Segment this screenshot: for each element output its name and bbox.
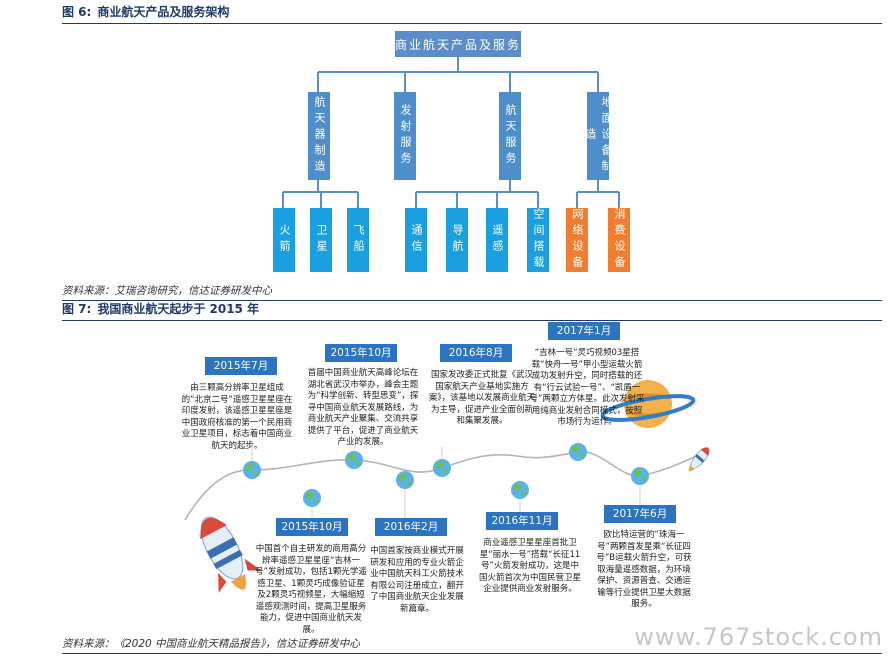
leaf-label: 遥感 bbox=[491, 224, 504, 256]
globe-icon bbox=[243, 461, 261, 479]
event-description: 首届中国商业航天高峰论坛在湖北省武汉市举办，峰会主题为“科学创新、转型思变”，探… bbox=[307, 368, 419, 447]
event-date-badge: 2016年2月 bbox=[375, 518, 447, 536]
figure6-title-text: 商业航天产品及服务架构 bbox=[97, 5, 230, 19]
event-date-badge: 2015年10月 bbox=[276, 518, 348, 536]
event-description: 中国首个自主研发的商用高分辨率遥感卫星星座“吉林一号”发射成功，包括1颗光学遥感… bbox=[255, 544, 367, 635]
figure7-title: 图 7: 我国商业航天起步于 2015 年 bbox=[62, 299, 882, 321]
globe-icon bbox=[511, 481, 529, 499]
tree-connectors bbox=[282, 57, 620, 208]
root-node: 商业航天产品及服务 bbox=[395, 31, 521, 57]
event-description: 由三颗高分辨率卫星组成的“北京二号”遥感卫星星座在印度发射，该遥感卫星星座是中国… bbox=[181, 383, 293, 451]
figure6-number: 图 6: bbox=[62, 5, 92, 19]
globe-icon bbox=[631, 467, 649, 485]
event-date-badge: 2015年10月 bbox=[325, 344, 397, 362]
leaf-rocket: 火箭 bbox=[273, 208, 295, 272]
leaf-spaceship: 飞船 bbox=[347, 208, 369, 272]
figure7-source: 资料来源：《2020 中国商业航天精品报告》，信达证券研发中心 bbox=[62, 636, 882, 654]
globe-icon bbox=[396, 471, 414, 489]
figure6-title: 图 6: 商业航天产品及服务架构 bbox=[62, 2, 882, 24]
branch-label: 地面设备制造 bbox=[584, 96, 613, 176]
leaf-satellite: 卫星 bbox=[310, 208, 332, 272]
leaf-label: 空间搭载 bbox=[532, 208, 545, 272]
leaf-space-carrying: 空间搭载 bbox=[527, 208, 549, 272]
leaf-label: 消费设备 bbox=[613, 208, 626, 272]
leaf-label: 通信 bbox=[410, 224, 423, 256]
event-date-badge: 2016年11月 bbox=[486, 512, 558, 530]
globe-icon bbox=[569, 443, 587, 461]
leaf-label: 网络设备 bbox=[571, 208, 584, 272]
figure7-title-text: 我国商业航天起步于 2015 年 bbox=[97, 302, 260, 316]
leaf-consumer-equipment: 消费设备 bbox=[608, 208, 630, 272]
event-date-badge: 2015年7月 bbox=[205, 357, 277, 375]
event-description: 中国首家按商业模式开展研发和应用的专业火箭企业中国航天科工火箭技术有限公司注册成… bbox=[370, 546, 464, 614]
leaf-label: 卫星 bbox=[315, 224, 328, 256]
event-date-badge: 2016年8月 bbox=[440, 344, 512, 362]
branch-spacecraft-manufacturing: 航天器制造 bbox=[308, 92, 330, 180]
leaf-label: 导航 bbox=[451, 224, 464, 256]
watermark: www.767stock.com bbox=[634, 623, 883, 651]
branch-label: 发射服务 bbox=[399, 104, 412, 168]
leaf-communication: 通信 bbox=[405, 208, 427, 272]
event-date-badge: 2017年1月 bbox=[548, 322, 620, 340]
event-description: 欧比特运营的“珠海一号”两颗首发星乘“长征四号”B运载火箭升空，可获取海量遥感数… bbox=[596, 530, 692, 609]
event-date-badge: 2017年6月 bbox=[604, 505, 676, 523]
leaf-navigation: 导航 bbox=[446, 208, 468, 272]
leaf-network-equipment: 网络设备 bbox=[566, 208, 588, 272]
event-description: “吉林一号”灵巧视频03星搭载“快舟一号”甲小型运载火箭成功发射升空，同时搭载的… bbox=[529, 348, 645, 427]
branch-ground-equipment: 地面设备制造 bbox=[584, 92, 613, 180]
planet-icon bbox=[600, 380, 696, 428]
leaf-remote-sensing: 遥感 bbox=[486, 208, 508, 272]
branch-launch-service: 发射服务 bbox=[394, 92, 416, 180]
rocket-icon bbox=[688, 447, 710, 472]
rocket-icon bbox=[200, 516, 262, 593]
branch-label: 航天服务 bbox=[504, 104, 517, 168]
globe-icon bbox=[345, 451, 363, 469]
figure7-number: 图 7: bbox=[62, 302, 92, 316]
leaf-label: 飞船 bbox=[352, 224, 365, 256]
branch-space-service: 航天服务 bbox=[499, 92, 521, 180]
leaf-label: 火箭 bbox=[278, 224, 291, 256]
figure6-source: 资料来源：艾瑞咨询研究，信达证券研发中心 bbox=[62, 283, 882, 301]
event-description: 国家发改委正式批复《武汉国家航天产业基地实施方案》，该基地以发展商业航天为主导，… bbox=[428, 370, 536, 426]
event-description: 商业遥感卫星星座首批卫星“丽水一号”搭载“长征11号”火箭发射成功，这是中国火箭… bbox=[478, 538, 581, 594]
globe-icon bbox=[303, 489, 321, 507]
globe-icon bbox=[433, 459, 451, 477]
branch-label: 航天器制造 bbox=[313, 96, 326, 176]
